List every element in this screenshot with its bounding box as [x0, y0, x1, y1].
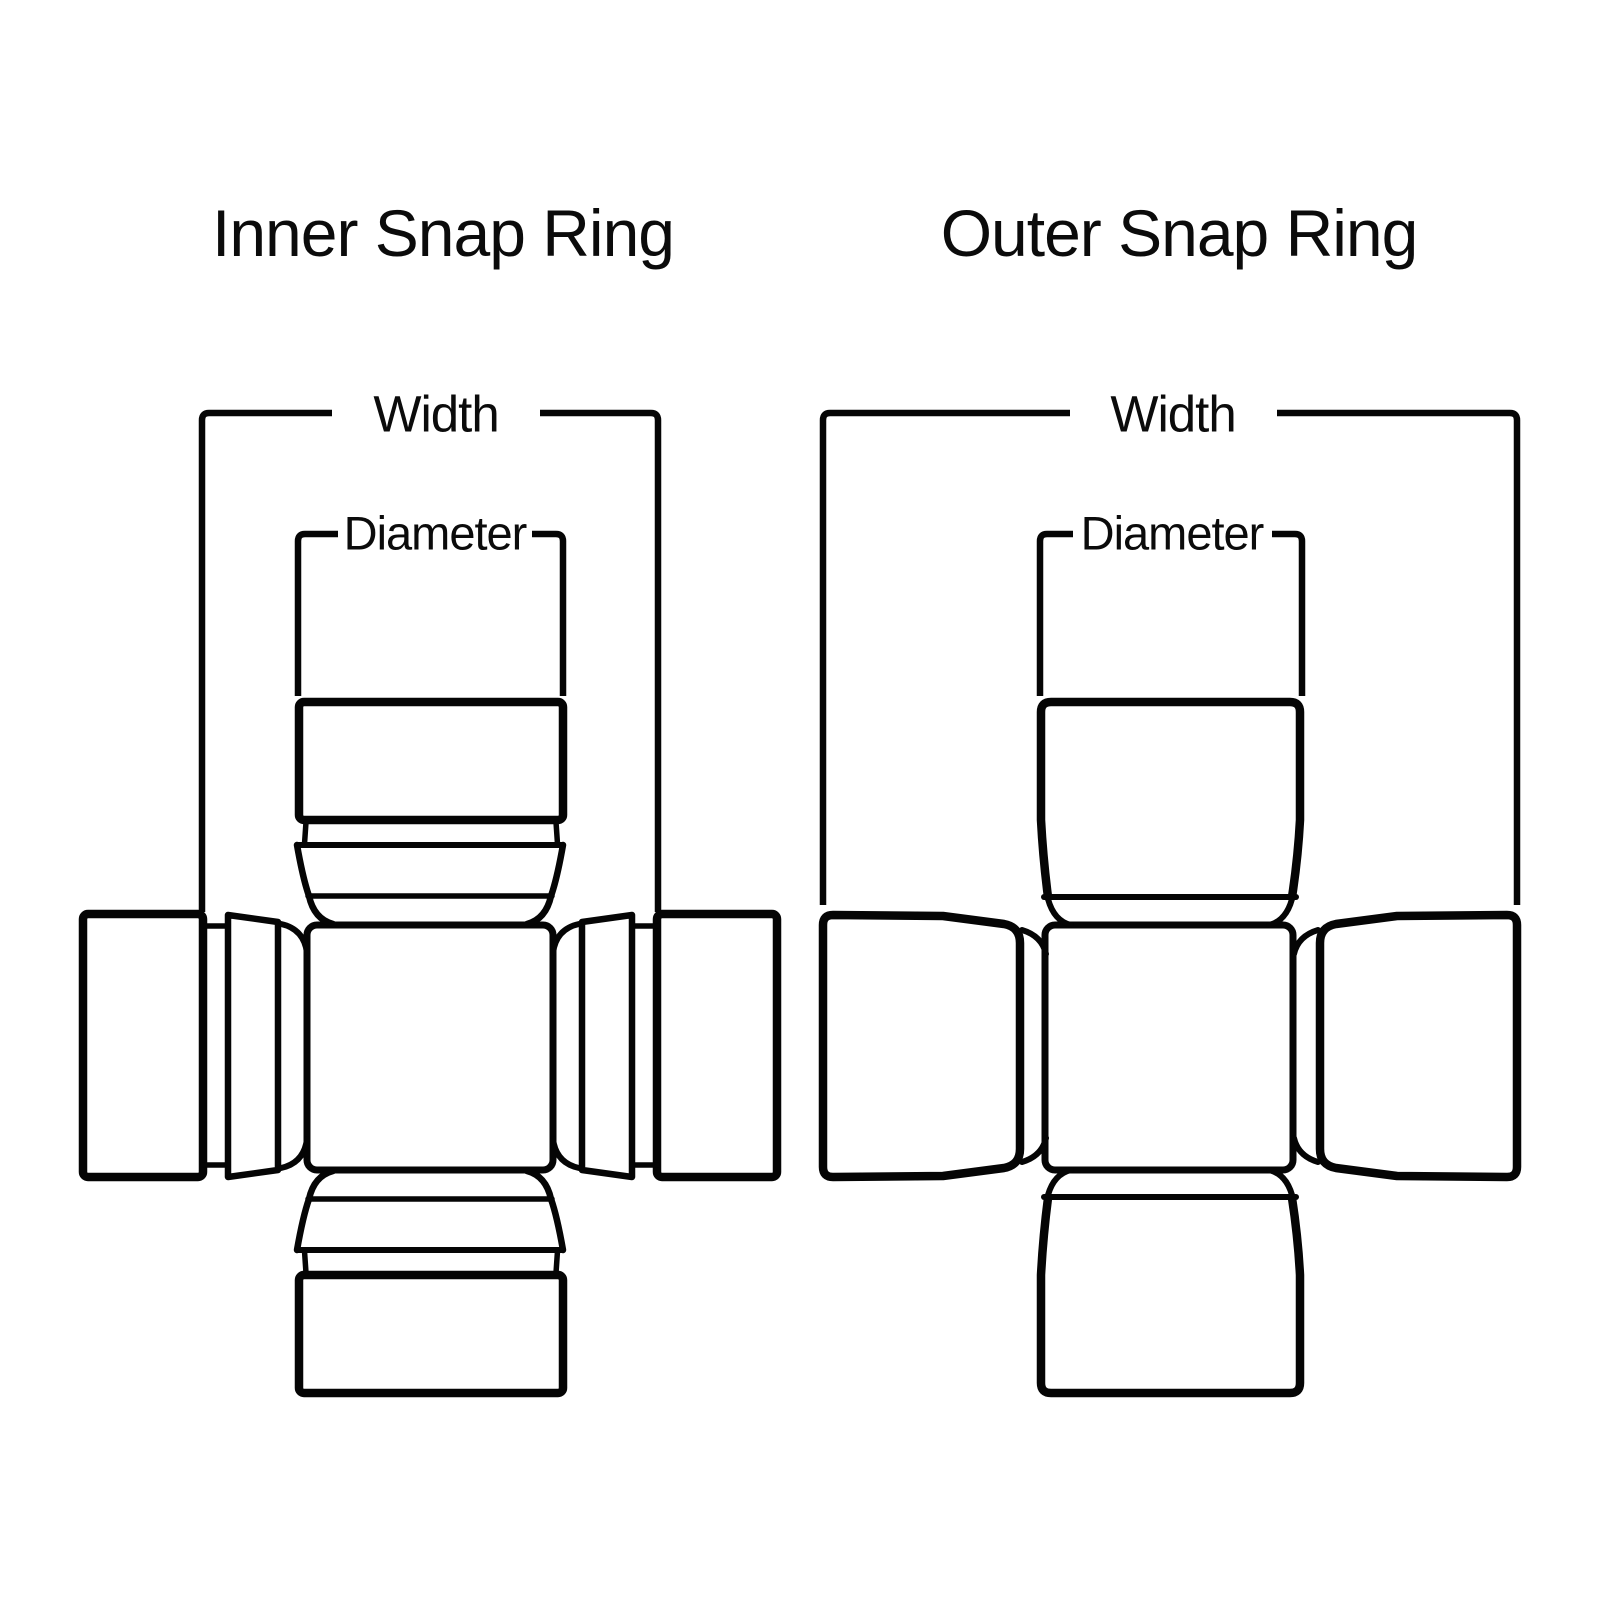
- inner-snap-ring-title: Inner Snap Ring: [212, 196, 675, 270]
- outer-cross-body: [1041, 921, 1297, 1174]
- inner-right-arm-detail: [550, 911, 660, 1181]
- outer-right-arm-cap: [1291, 910, 1522, 1182]
- outer-diameter-label: Diameter: [1080, 506, 1265, 560]
- inner-bearing-caps: [78, 697, 782, 1398]
- outer-snap-ring-diagram: [818, 409, 1522, 1398]
- outer-diameter-bracket: [1036, 530, 1306, 696]
- inner-snap-ring-diagram: [78, 409, 782, 1398]
- outer-bottom-arm-cap: [1036, 1167, 1305, 1398]
- inner-cross-body: [303, 921, 557, 1174]
- inner-diameter-label: Diameter: [343, 506, 528, 560]
- outer-width-label: Width: [1110, 385, 1236, 443]
- inner-left-arm-detail: [200, 911, 310, 1181]
- inner-diameter-bracket: [294, 530, 567, 696]
- inner-bottom-arm-detail: [293, 1167, 567, 1276]
- outer-top-arm-cap: [1036, 697, 1305, 928]
- outer-width-bracket: [819, 409, 1521, 905]
- inner-width-label: Width: [373, 385, 499, 443]
- inner-width-bracket: [198, 409, 662, 912]
- inner-top-arm-detail: [293, 819, 567, 928]
- outer-snap-ring-title: Outer Snap Ring: [940, 196, 1419, 270]
- outer-left-arm-cap: [818, 910, 1049, 1182]
